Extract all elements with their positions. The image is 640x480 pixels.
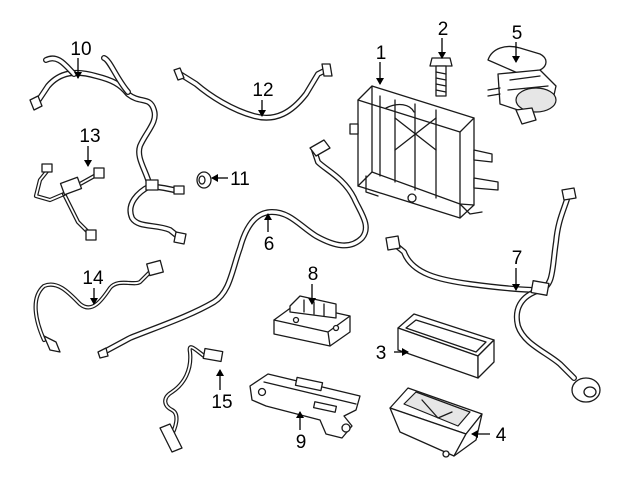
callout-7: 7 (512, 248, 523, 269)
vapor-tube-6 (97, 139, 369, 359)
filter-housing (389, 387, 483, 458)
mounting-bracket (273, 295, 351, 347)
bolt (429, 57, 453, 97)
plug-cap (196, 171, 212, 189)
callout-6: 6 (264, 234, 275, 255)
hose-harness-10 (29, 55, 187, 245)
vapor-tube-7 (385, 187, 601, 403)
sensor-connector-13 (33, 163, 105, 241)
callout-13: 13 (79, 126, 100, 147)
sensor-wire-14 (33, 259, 164, 353)
callout-8: 8 (308, 264, 319, 285)
callout-14: 14 (82, 268, 104, 289)
callout-2: 2 (438, 19, 449, 40)
callout-3: 3 (376, 343, 387, 364)
mounting-plate (249, 373, 361, 439)
callout-4: 4 (496, 425, 507, 446)
purge-valve (487, 45, 557, 125)
callout-1: 1 (376, 43, 387, 64)
callout-9: 9 (296, 432, 307, 453)
filter-element (397, 313, 495, 379)
vapor-tube-12 (173, 63, 333, 121)
callout-5: 5 (512, 23, 523, 44)
vapor-canister (349, 85, 499, 219)
callout-11: 11 (230, 169, 250, 190)
callout-15: 15 (211, 392, 232, 413)
callout-12: 12 (252, 80, 273, 101)
callout-10: 10 (70, 39, 91, 60)
sensor-15 (159, 345, 224, 453)
